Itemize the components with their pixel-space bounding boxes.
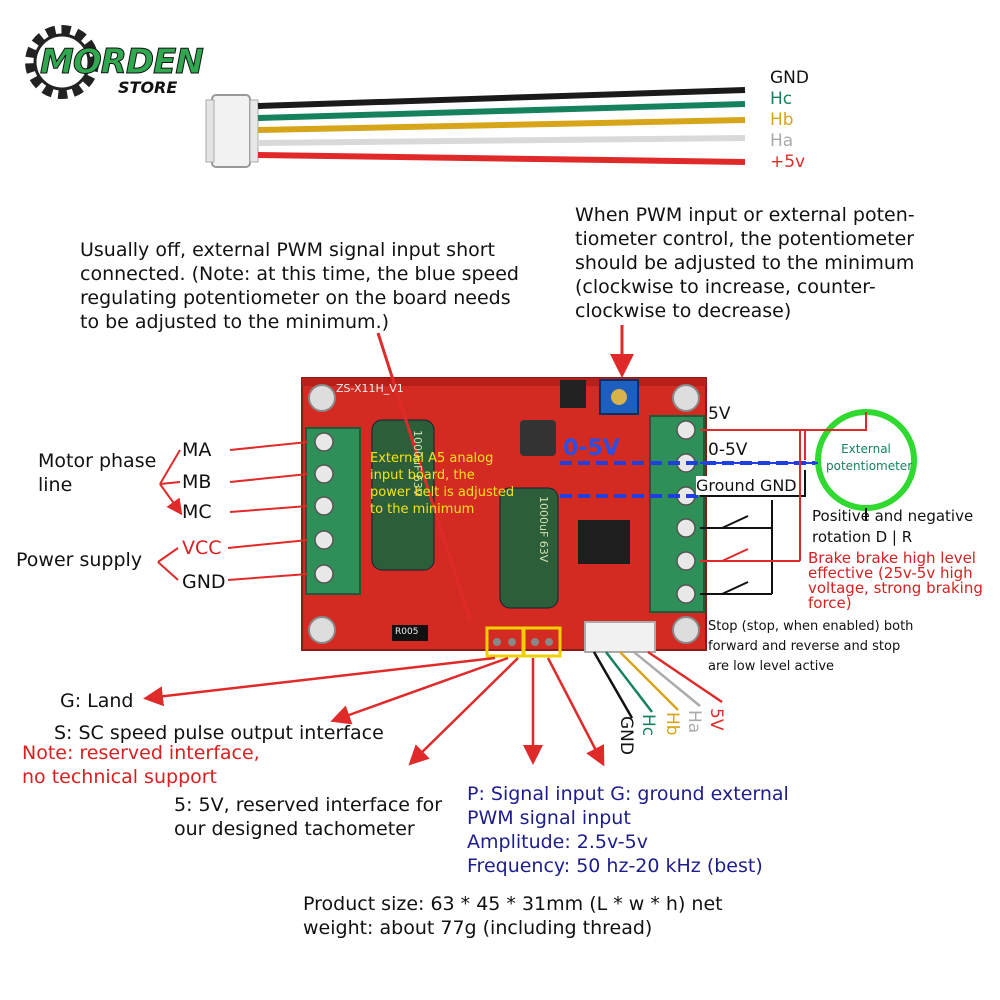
brake-line-4: force) — [808, 594, 852, 612]
logo-sub: STORE — [118, 78, 178, 97]
phase-mb: MB — [182, 471, 212, 493]
cable-label-5v: +5v — [770, 152, 806, 172]
cap-right-label: 1000uF 63V — [537, 496, 550, 563]
cable-label-hb: Hb — [770, 110, 794, 130]
plug-wire-lines — [592, 650, 723, 719]
cable-label-hc: Hc — [770, 89, 793, 109]
cable-label-ha: Ha — [770, 131, 794, 151]
pwm-input-line-1: P: Signal input G: ground external — [467, 783, 789, 805]
note-pwm-line-1: Usually off, external PWM signal input s… — [80, 239, 496, 261]
g-land-label: G: Land — [60, 690, 134, 712]
note-pot-line-4: (clockwise to increase, counter- — [575, 276, 876, 298]
reserved-note: Note: reserved interface, no technical s… — [22, 741, 260, 789]
dir-line-1: Positive and negative — [812, 507, 974, 525]
label-ground: Ground GND — [696, 476, 797, 495]
note-pot-line-3: should be adjusted to the minimum — [575, 252, 915, 274]
note-pot-line-2: tiometer control, the potentiometer — [575, 228, 915, 250]
controller-board — [301, 332, 820, 658]
logo: MORDEN STORE — [40, 42, 205, 98]
brake-line-1: Brake brake high level — [808, 549, 976, 567]
brake-line-3: voltage, strong braking — [808, 579, 983, 597]
note-pot-min: When PWM input or external poten- tiomet… — [575, 203, 915, 323]
pin-ha: Ha — [684, 710, 704, 734]
brake-label: Brake brake high level effective (25v-5v… — [808, 551, 983, 611]
left-pointer-lines — [157, 441, 309, 581]
analog-line-4: to the minimum — [370, 502, 475, 517]
product-size-label: Product size: 63 * 45 * 31mm (L * w * h)… — [303, 892, 723, 940]
reserved-line-1: Note: reserved interface, — [22, 742, 260, 764]
analog-line-2: input board, the — [370, 468, 475, 483]
five-v-label: 5: 5V, reserved interface for our design… — [174, 793, 442, 841]
logo-brand: MORDEN — [40, 42, 205, 83]
range-label: 0-5V — [563, 436, 620, 461]
label-0-5v: 0-5V — [708, 440, 748, 460]
cable-label-gnd: GND — [770, 68, 809, 88]
logo-gear-icon — [25, 25, 99, 99]
board-model: ZS-X11H_V1 — [336, 382, 404, 395]
pwm-input-line-4: Frequency: 50 hz-20 kHz (best) — [467, 855, 763, 877]
s-speed-label: S: SC speed pulse output interface — [54, 722, 384, 744]
motor-phase-label: Motor phase line — [38, 449, 156, 497]
note-pwm-line-4: to be adjusted to the minimum.) — [80, 311, 390, 333]
cable-labels: GND Hc Hb Ha +5v — [770, 68, 809, 173]
stop-line-3: are low level active — [708, 659, 835, 674]
motor-phase-line-1: Motor phase — [38, 450, 157, 472]
analog-line-3: power belt is adjusted — [370, 485, 515, 500]
stop-line-2: forward and reverse and stop — [708, 639, 901, 654]
stop-label: Stop (stop, when enabled) both forward a… — [708, 617, 913, 677]
bottom-pointer-arrows — [143, 656, 605, 767]
pwm-input-line-2: PWM signal input — [467, 807, 631, 829]
resistor-label: R005 — [395, 627, 419, 637]
direction-label: Positive and negative rotation D | R — [812, 506, 973, 548]
note-pot-line-1: When PWM input or external poten- — [575, 204, 915, 226]
note-pwm-line-2: connected. (Note: at this time, the blue… — [80, 263, 519, 285]
pin-5v: 5V — [706, 708, 726, 731]
vcc-label: VCC — [182, 537, 222, 559]
external-pot-label: External potentiometer — [826, 441, 913, 475]
pwm-input-label: P: Signal input G: ground external PWM s… — [467, 782, 789, 878]
pin-gnd: GND — [616, 716, 636, 755]
note-pot-line-5: clockwise to decrease) — [575, 300, 792, 322]
ext-pot-line-2: potentiometer — [826, 459, 913, 473]
stop-line-1: Stop (stop, when enabled) both — [708, 619, 914, 634]
pin-hc: Hc — [638, 714, 658, 737]
pwm-input-line-3: Amplitude: 2.5v-5v — [467, 831, 648, 853]
plug-pin-labels: GND Hc Hb Ha 5V — [616, 708, 738, 776]
dir-line-2: rotation D | R — [812, 528, 913, 546]
note-pwm-short: Usually off, external PWM signal input s… — [80, 238, 519, 334]
ext-pot-line-1: External — [841, 442, 891, 456]
reserved-line-2: no technical support — [22, 766, 218, 788]
power-supply-label: Power supply — [16, 549, 143, 571]
brake-line-2: effective (25v-5v high — [808, 564, 973, 582]
note-analog-board: External A5 analog input board, the powe… — [370, 450, 514, 518]
note-pwm-line-3: regulating potentiometer on the board ne… — [80, 287, 511, 309]
five-v-line-2: our designed tachometer — [174, 818, 415, 840]
pin-hb: Hb — [662, 712, 682, 736]
gnd-label: GND — [182, 571, 226, 593]
external-potentiometer-wiring — [700, 409, 917, 595]
motor-phase-line-2: line — [38, 474, 73, 496]
cable-illustration — [205, 87, 746, 168]
product-size-line-1: Product size: 63 * 45 * 31mm (L * w * h)… — [303, 893, 723, 915]
analog-line-1: External A5 analog — [370, 451, 494, 466]
phase-ma: MA — [182, 439, 212, 461]
product-size-line-2: weight: about 77g (including thread) — [303, 917, 653, 939]
five-v-line-1: 5: 5V, reserved interface for — [174, 794, 443, 816]
phase-mc: MC — [182, 501, 212, 523]
label-5v: 5V — [708, 404, 731, 424]
